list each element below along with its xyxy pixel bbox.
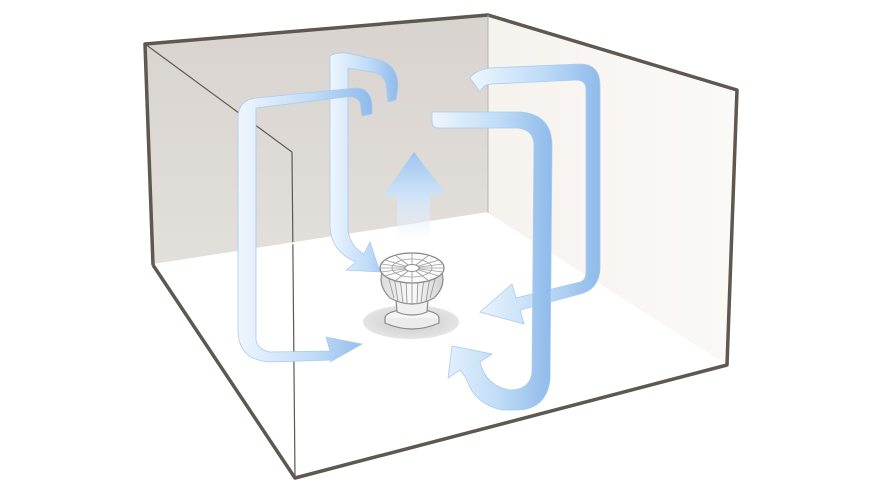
airflow-arrow-left [237,87,373,363]
floor-back-edge [152,212,489,266]
fan-grille-ring [391,258,433,278]
airflow-arrow-right-back [469,63,601,325]
fan-base-rim [384,318,440,330]
right-wall [488,15,737,365]
floor-fan [379,252,445,330]
room [143,13,739,480]
left-wall-front-edge [144,43,296,479]
fan-hub [404,264,420,272]
airflow-arrow-back-left [329,52,399,273]
air-flow-arrows [237,52,601,411]
airflow-arrow-right-front [431,111,553,411]
airflow-arrow-up [383,152,446,240]
room-outline [143,13,739,480]
